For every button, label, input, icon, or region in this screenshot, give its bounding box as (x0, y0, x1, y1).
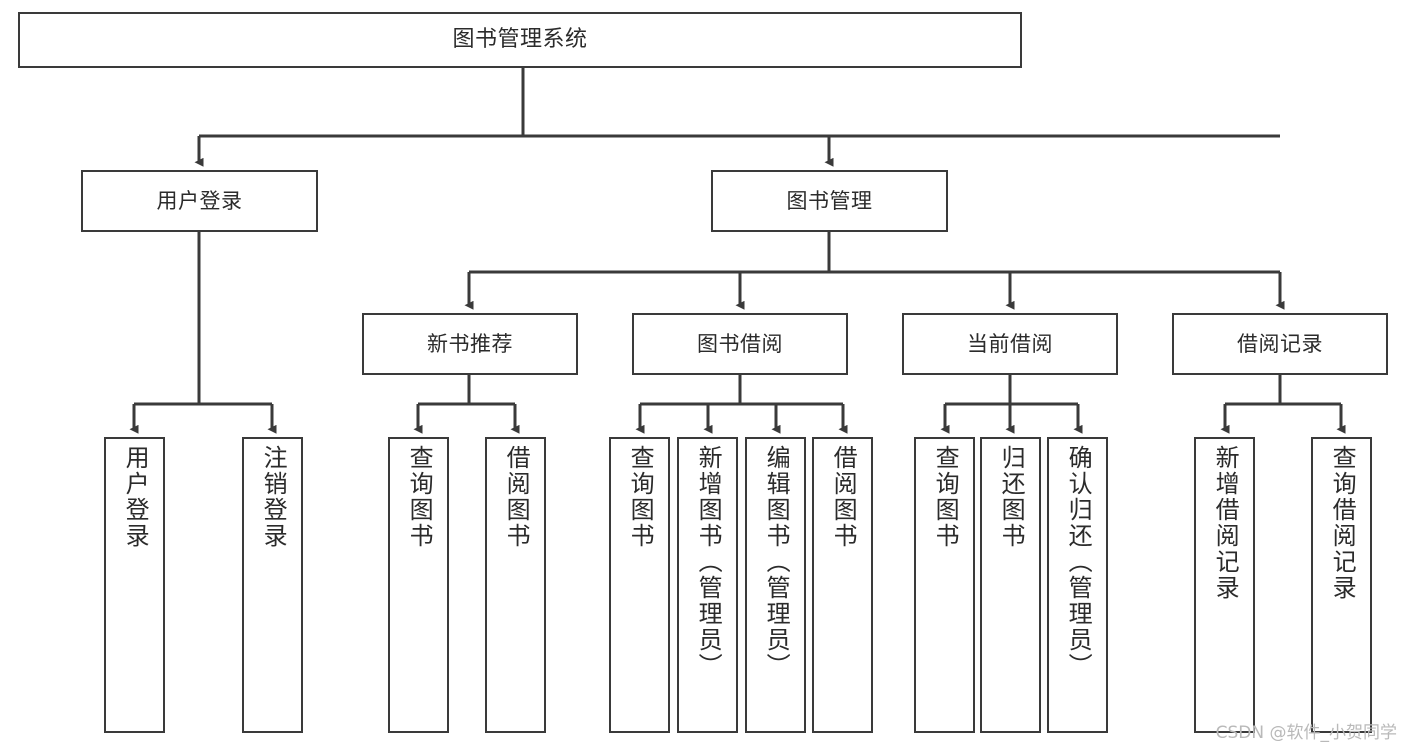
node-label: 查询图书 (626, 445, 655, 549)
node-book-management[interactable]: 图书管理 (711, 170, 948, 232)
node-user-login[interactable]: 用户登录 (81, 170, 318, 232)
node-label: 图书管理 (786, 188, 873, 213)
node-book-borrow[interactable]: 图书借阅 (632, 313, 848, 375)
leaf-borrow-edit-book[interactable]: 编辑图书（管理员） (745, 437, 806, 733)
node-label: 归还图书 (997, 445, 1026, 549)
leaf-current-query-book[interactable]: 查询图书 (914, 437, 975, 733)
leaf-user-login-signin[interactable]: 用户登录 (104, 437, 165, 733)
leaf-recommend-borrow-book[interactable]: 借阅图书 (485, 437, 546, 733)
node-label: 借阅记录 (1237, 331, 1323, 356)
node-root-system[interactable]: 图书管理系统 (18, 12, 1022, 68)
leaf-records-add-record[interactable]: 新增借阅记录 (1194, 437, 1255, 733)
node-label: 新增图书（管理员） (694, 445, 723, 679)
node-label: 确认归还（管理员） (1064, 445, 1093, 679)
node-label: 新书推荐 (427, 331, 513, 356)
node-new-book-recommend[interactable]: 新书推荐 (362, 313, 578, 375)
node-label: 查询图书 (405, 445, 434, 549)
node-label: 当前借阅 (967, 331, 1053, 356)
node-label: 查询图书 (931, 445, 960, 549)
node-label: 新增借阅记录 (1211, 445, 1240, 601)
leaf-current-return-book[interactable]: 归还图书 (980, 437, 1041, 733)
node-label: 借阅图书 (829, 445, 858, 549)
leaf-borrow-add-book[interactable]: 新增图书（管理员） (677, 437, 738, 733)
node-label: 用户登录 (156, 188, 243, 213)
leaf-recommend-query-book[interactable]: 查询图书 (388, 437, 449, 733)
leaf-user-login-signout[interactable]: 注销登录 (242, 437, 303, 733)
node-label: 注销登录 (259, 445, 288, 549)
node-label: 图书管理系统 (452, 27, 588, 53)
node-label: 用户登录 (121, 445, 150, 549)
node-label: 编辑图书（管理员） (762, 445, 791, 679)
node-label: 图书借阅 (697, 331, 783, 356)
leaf-borrow-query-book[interactable]: 查询图书 (609, 437, 670, 733)
node-borrow-records[interactable]: 借阅记录 (1172, 313, 1388, 375)
node-current-borrow[interactable]: 当前借阅 (902, 313, 1118, 375)
csdn-watermark: CSDN @软件_小贺同学 (1215, 723, 1397, 743)
node-label: 查询借阅记录 (1328, 445, 1357, 601)
leaf-borrow-borrow-book[interactable]: 借阅图书 (812, 437, 873, 733)
node-label: 借阅图书 (502, 445, 531, 549)
leaf-current-confirm-return[interactable]: 确认归还（管理员） (1047, 437, 1108, 733)
leaf-records-query-record[interactable]: 查询借阅记录 (1311, 437, 1372, 733)
